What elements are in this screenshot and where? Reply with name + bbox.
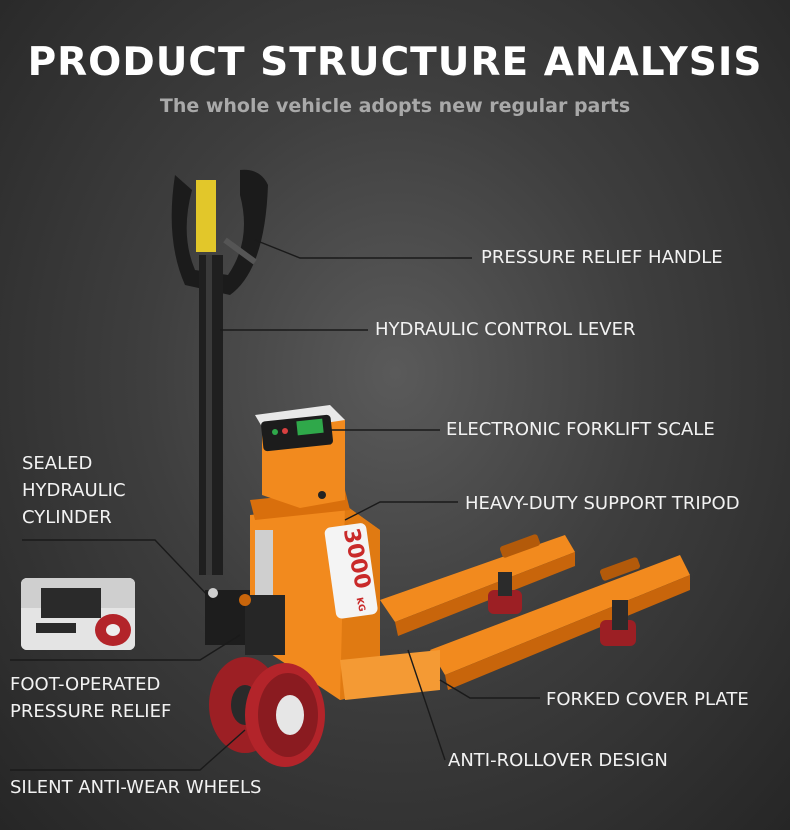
leader-sealed-cylinder xyxy=(22,539,213,601)
callout-foot-release-line1: FOOT-OPERATED xyxy=(10,674,161,695)
foot-release-detail-photo xyxy=(21,578,135,650)
callout-foot-release: FOOT-OPERATED PRESSURE RELIEF xyxy=(10,671,210,725)
leader-forked-cover-plate xyxy=(439,679,540,699)
callout-support-tripod: HEAVY-DUTY SUPPORT TRIPOD xyxy=(465,493,740,514)
leader-support-tripod xyxy=(344,501,458,521)
capacity-badge: 3000 KG xyxy=(324,523,378,619)
hydraulic-pump xyxy=(205,530,285,655)
callout-sealed-cylinder: SEALED HYDRAULIC CYLINDER xyxy=(22,450,222,531)
leader-foot-release xyxy=(10,634,241,661)
handle-assembly xyxy=(171,169,268,575)
fork-left xyxy=(380,534,575,636)
steering-wheel-front xyxy=(245,663,325,767)
callout-lines xyxy=(10,239,540,771)
callout-electronic-scale: ELECTRONIC FORKLIFT SCALE xyxy=(446,419,715,440)
callout-pressure-relief-handle: PRESSURE RELIEF HANDLE xyxy=(481,247,723,268)
page-title: PRODUCT STRUCTURE ANALYSIS xyxy=(27,40,763,85)
callout-sealed-cylinder-line3: CYLINDER xyxy=(22,507,112,528)
callout-forked-cover-plate: FORKED COVER PLATE xyxy=(546,689,749,710)
callout-sealed-cylinder-line2: HYDRAULIC xyxy=(22,480,126,501)
leader-pressure-relief-handle xyxy=(254,239,472,259)
load-roller-right xyxy=(600,600,636,646)
leader-wheels xyxy=(10,729,246,771)
page-subtitle: The whole vehicle adopts new regular par… xyxy=(159,95,631,117)
callout-foot-release-line2: PRESSURE RELIEF xyxy=(10,701,172,722)
callout-anti-rollover: ANTI-ROLLOVER DESIGN xyxy=(448,750,668,771)
callout-wheels: SILENT ANTI-WEAR WHEELS xyxy=(10,777,262,798)
scale-housing xyxy=(255,405,345,508)
fork-right xyxy=(430,555,690,690)
callout-sealed-cylinder-line1: SEALED xyxy=(22,453,93,474)
load-roller-left xyxy=(488,572,522,614)
callout-hydraulic-control-lever: HYDRAULIC CONTROL LEVER xyxy=(375,319,636,340)
capacity-unit: KG xyxy=(354,597,367,613)
leader-anti-rollover xyxy=(407,649,446,761)
